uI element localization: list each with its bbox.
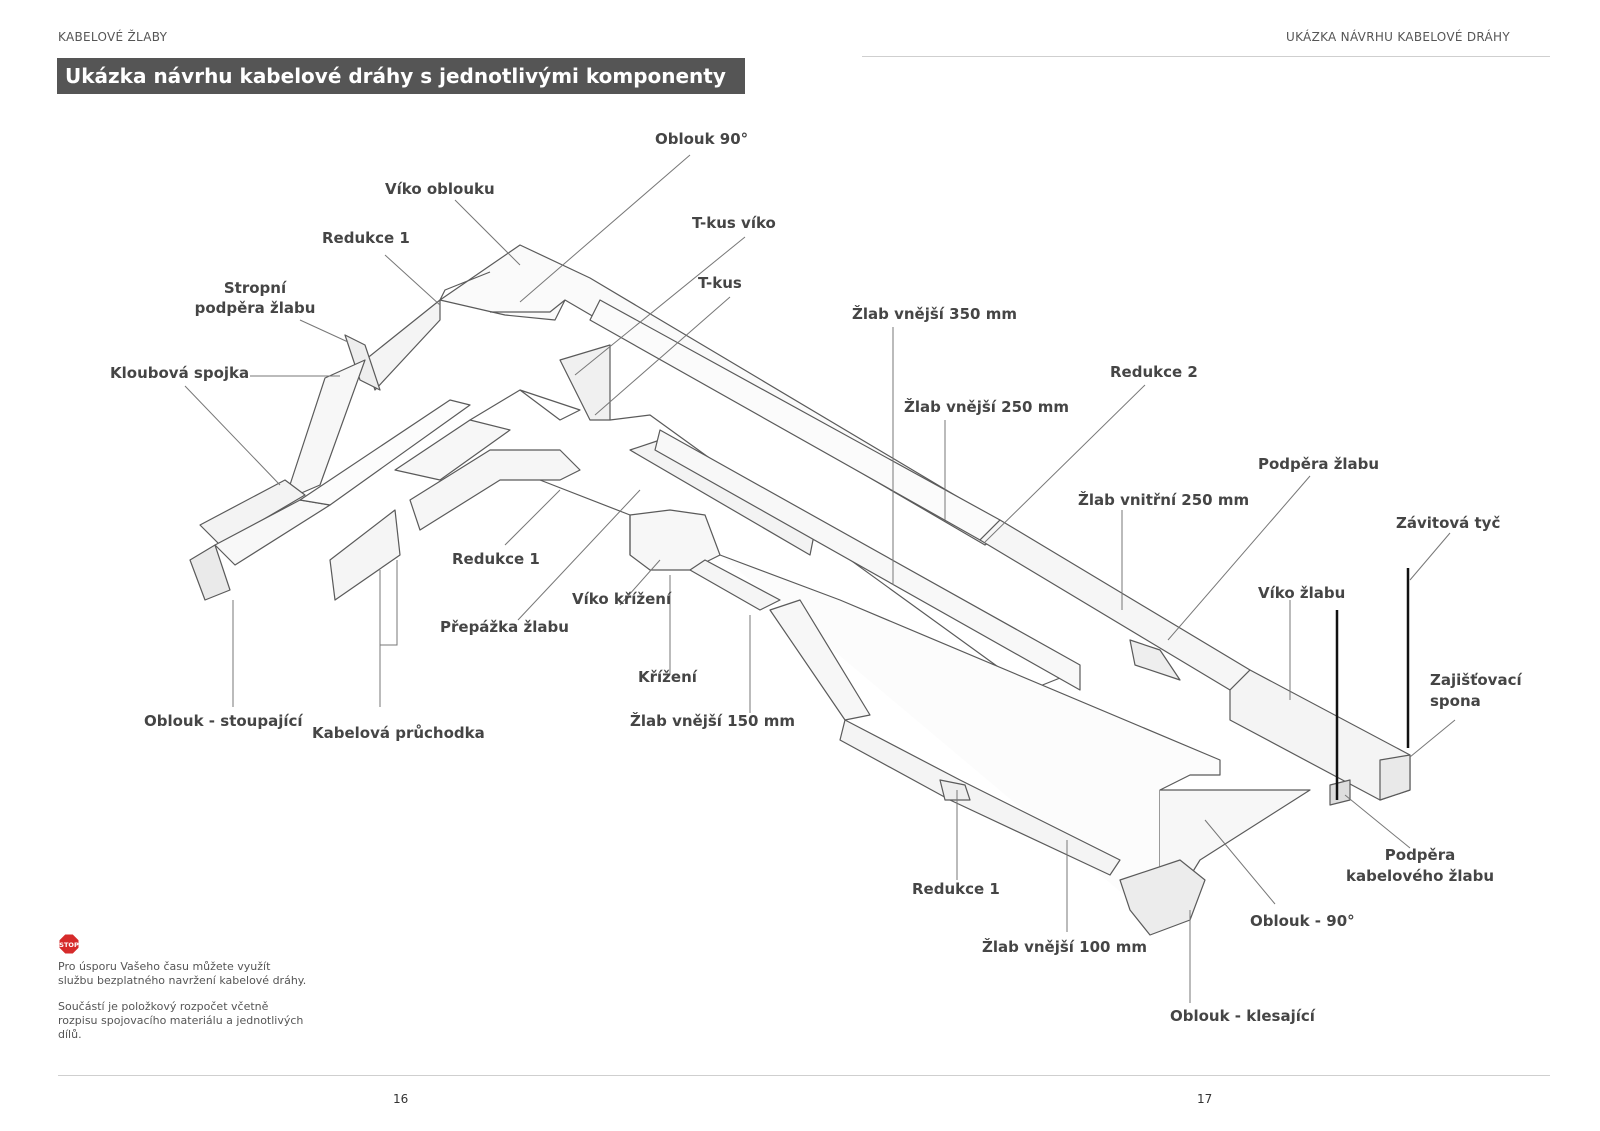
label-krizeni: Křížení bbox=[638, 668, 697, 686]
label-zlab-vnitrni-250: Žlab vnitřní 250 mm bbox=[1078, 491, 1250, 509]
label-oblouk-stoupajici: Oblouk - stoupající bbox=[144, 712, 303, 730]
label-viko-oblouku: Víko oblouku bbox=[385, 180, 495, 198]
label-stropni-podpera: Stropní podpěra žlabu bbox=[194, 279, 316, 317]
label-oblouk-90-bottom: Oblouk - 90° bbox=[1250, 912, 1355, 930]
note-paragraph-1: Pro úsporu Vašeho času můžete využít slu… bbox=[58, 960, 307, 987]
label-podpera-kabeloveho-zlabu: Podpěra kabelového žlabu bbox=[1345, 846, 1495, 885]
label-t-kus-viko: T-kus víko bbox=[692, 214, 776, 232]
label-zlab-250: Žlab vnější 250 mm bbox=[904, 398, 1069, 416]
page-number-right: 17 bbox=[1197, 1092, 1213, 1106]
label-prepazka-zlabu: Přepážka žlabu bbox=[440, 618, 569, 636]
label-zajistovaci-spona: Zajišťovací spona bbox=[1430, 671, 1522, 710]
stop-sign-icon: STOP bbox=[58, 933, 80, 955]
label-zlab-150: Žlab vnější 150 mm bbox=[630, 712, 795, 730]
footer-rule bbox=[58, 1075, 1550, 1076]
page-title: Ukázka návrhu kabelové dráhy s jednotliv… bbox=[57, 58, 745, 94]
label-zlab-100: Žlab vnější 100 mm bbox=[982, 938, 1147, 956]
label-podpera-zlabu: Podpěra žlabu bbox=[1258, 455, 1380, 473]
label-zavitova-tyc: Závitová tyč bbox=[1396, 514, 1501, 532]
note-paragraph-2: Součástí je položkový rozpočet včetně ro… bbox=[58, 1000, 304, 1041]
header-rule bbox=[862, 56, 1550, 57]
label-redukce-1-mid: Redukce 1 bbox=[452, 550, 540, 568]
label-redukce-2: Redukce 2 bbox=[1110, 363, 1198, 381]
label-kloubova-spojka: Kloubová spojka bbox=[110, 364, 250, 382]
label-viko-zlabu: Víko žlabu bbox=[1258, 584, 1346, 602]
label-t-kus: T-kus bbox=[698, 274, 742, 292]
header-right: UKÁZKA NÁVRHU KABELOVÉ DRÁHY bbox=[1286, 30, 1510, 44]
label-viko-krizeni: Víko křížení bbox=[572, 590, 672, 608]
label-oblouk-klesajici: Oblouk - klesající bbox=[1170, 1007, 1315, 1025]
header-left: KABELOVÉ ŽLABY bbox=[58, 30, 168, 44]
label-redukce-1-bottom: Redukce 1 bbox=[912, 880, 1000, 898]
label-kabelova-pruchodka: Kabelová průchodka bbox=[312, 724, 485, 742]
stop-sign-text: STOP bbox=[59, 941, 79, 949]
label-redukce-1-top: Redukce 1 bbox=[322, 229, 410, 247]
label-zlab-350: Žlab vnější 350 mm bbox=[852, 305, 1017, 323]
label-oblouk-90: Oblouk 90° bbox=[655, 130, 749, 148]
page-number-left: 16 bbox=[393, 1092, 409, 1106]
